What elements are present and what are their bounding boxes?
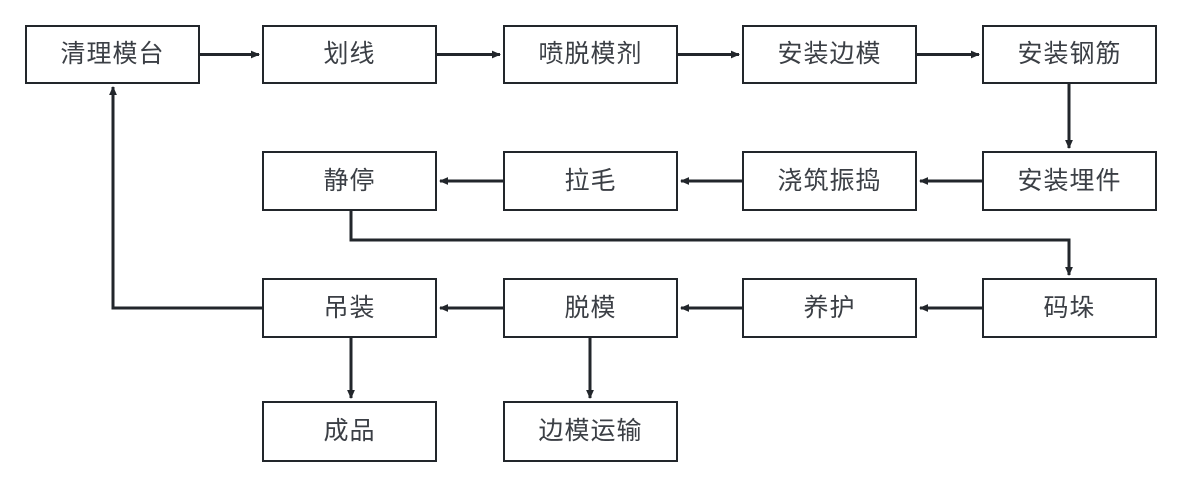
node-label: 成品 xyxy=(323,417,376,445)
node-pen-tuomoji[interactable]: 喷脱模剂 xyxy=(503,25,678,84)
node-label: 浇筑振捣 xyxy=(777,166,882,195)
node-label: 喷脱模剂 xyxy=(538,40,643,68)
node-label: 边模运输 xyxy=(538,417,643,445)
node-qingli-motai[interactable]: 清理模台 xyxy=(25,25,200,84)
node-jiaozhu-zhendao[interactable]: 浇筑振捣 xyxy=(742,151,917,211)
edge-n13-n1 xyxy=(109,86,262,310)
edge-n9-n10 xyxy=(349,211,1073,276)
node-lamao[interactable]: 拉毛 xyxy=(503,151,678,211)
node-label: 脱模 xyxy=(564,293,617,322)
node-chengpin[interactable]: 成品 xyxy=(262,401,437,462)
node-anzhuang-maijian[interactable]: 安装埋件 xyxy=(982,151,1157,211)
node-label: 静停 xyxy=(323,166,376,195)
node-label: 安装埋件 xyxy=(1017,166,1122,195)
node-yanghu[interactable]: 养护 xyxy=(742,278,917,338)
node-maduo[interactable]: 码垛 xyxy=(982,278,1157,338)
node-huaxian[interactable]: 划线 xyxy=(262,25,437,84)
node-tuomo[interactable]: 脱模 xyxy=(503,278,678,338)
node-label: 清理模台 xyxy=(60,40,165,68)
node-label: 码垛 xyxy=(1043,293,1096,322)
node-label: 安装钢筋 xyxy=(1017,40,1122,68)
node-label: 安装边模 xyxy=(777,40,882,68)
node-bianmo-yunshu[interactable]: 边模运输 xyxy=(503,401,678,462)
node-label: 拉毛 xyxy=(564,166,617,195)
node-label: 划线 xyxy=(323,40,376,68)
node-anzhuang-bianmo[interactable]: 安装边模 xyxy=(742,25,917,84)
node-label: 养护 xyxy=(803,293,856,322)
node-label: 吊装 xyxy=(323,293,376,322)
node-jingting[interactable]: 静停 xyxy=(262,151,437,211)
node-anzhuang-gangjin[interactable]: 安装钢筋 xyxy=(982,25,1157,84)
node-diaozhuang[interactable]: 吊装 xyxy=(262,278,437,338)
